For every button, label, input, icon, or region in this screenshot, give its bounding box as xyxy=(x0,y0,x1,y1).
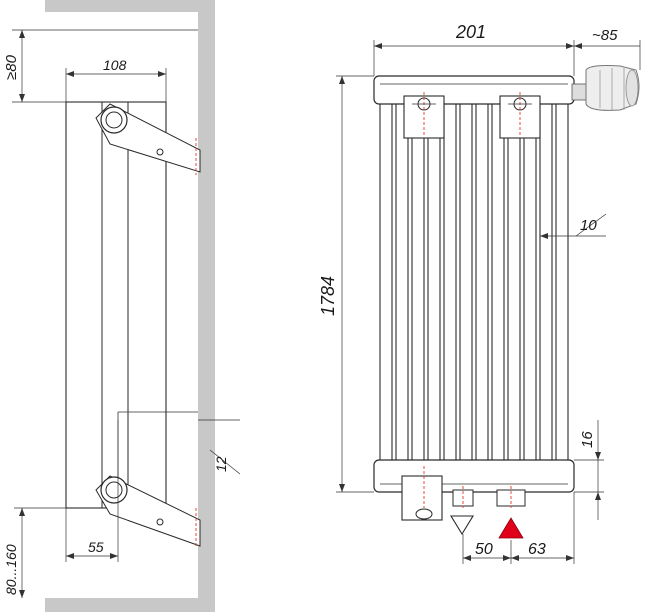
radiator-tubes xyxy=(379,89,569,491)
side-view: ≥80 108 55 80...160 xyxy=(3,0,241,612)
depth-label: 108 xyxy=(103,57,127,73)
width-label: 201 xyxy=(455,22,486,42)
dimension-bottom-offset: 16 xyxy=(574,420,604,520)
bottom-offset-label: 16 xyxy=(579,431,596,448)
valve-label: ~85 xyxy=(592,27,618,44)
tube-label: 10 xyxy=(580,217,597,234)
height-label: 1784 xyxy=(318,276,338,316)
radiator-side-body xyxy=(65,101,198,509)
red-triangle-up-icon xyxy=(498,517,524,539)
dimension-width: 201 xyxy=(373,22,575,76)
top-mounting-bracket-right xyxy=(499,92,541,139)
dimension-connection-offsets: 50 63 xyxy=(462,492,575,564)
dimension-bottom-clearance: 80...160 xyxy=(3,507,66,598)
inlet-offset-label: 63 xyxy=(528,541,546,558)
dimension-wall-bracket: 12 xyxy=(198,419,241,475)
bottom-bracket xyxy=(95,475,201,548)
pipe-spacing-label: 55 xyxy=(88,539,104,555)
wall-gap-label: ≥80 xyxy=(3,54,20,80)
connection-stubs xyxy=(452,486,526,508)
wall-bracket-label: 12 xyxy=(213,456,229,472)
thermostatic-valve xyxy=(571,65,640,111)
bottom-clearance-label: 80...160 xyxy=(3,544,19,595)
outlet-offset-label: 50 xyxy=(475,541,493,558)
top-bracket xyxy=(95,103,201,175)
top-mounting-bracket-left xyxy=(403,92,445,139)
dimension-wall-gap: ≥80 xyxy=(3,29,198,103)
front-view: 201 ~85 1784 10 xyxy=(318,22,641,564)
dimension-height: 1784 xyxy=(318,75,374,493)
dimension-depth: 108 xyxy=(65,57,167,102)
wall xyxy=(45,0,215,612)
outline-triangle-down-icon xyxy=(450,515,474,536)
dimension-pipe-spacing: 55 xyxy=(65,420,119,562)
dimension-valve: ~85 xyxy=(574,27,641,70)
dimension-tube: 10 xyxy=(540,213,607,239)
bottom-mounting-bracket xyxy=(401,466,443,521)
